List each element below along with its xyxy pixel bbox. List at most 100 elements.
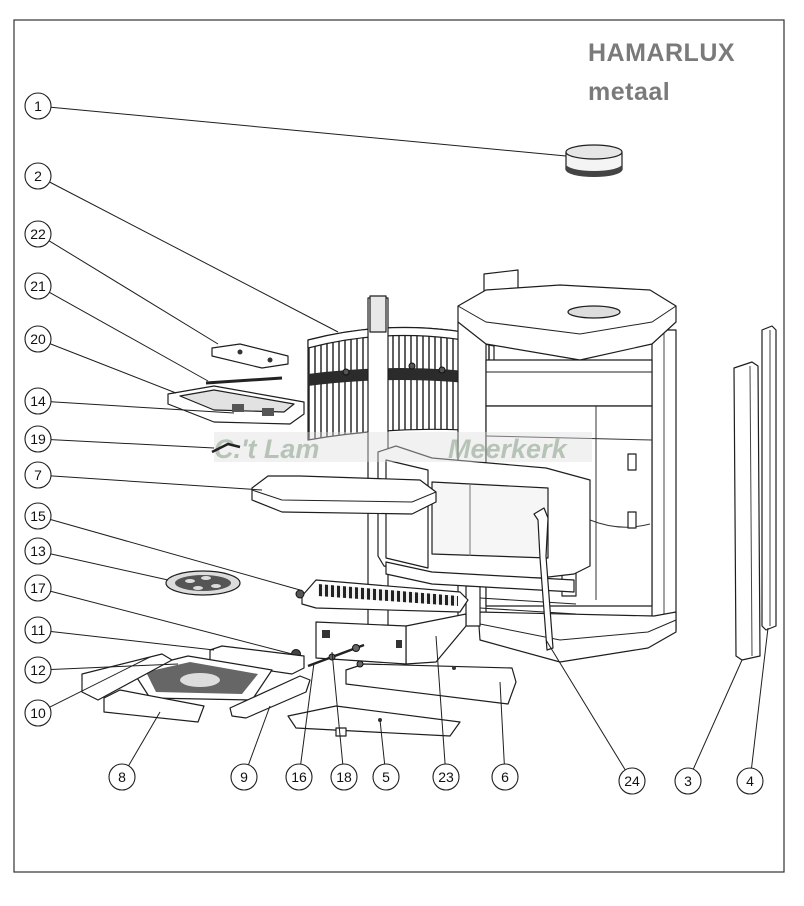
leader-line-16 (300, 662, 315, 765)
callout-number-19: 19 (30, 431, 46, 447)
leader-line-5 (379, 719, 386, 765)
callout-circle-5 (372, 763, 400, 791)
long-brick-nut (356, 660, 364, 668)
part-7-baffle (251, 475, 437, 515)
callout-circle-22 (24, 220, 52, 248)
callout-22: 22 (24, 220, 219, 345)
drawer-handle (396, 640, 402, 648)
callout-number-15: 15 (30, 508, 46, 524)
grate-knob (295, 589, 305, 599)
part-22-bracket (211, 343, 289, 369)
callout-number-7: 7 (34, 467, 42, 483)
part-13-round-grate (165, 570, 241, 596)
callout-24: 24 (545, 639, 646, 795)
callout-9: 9 (230, 705, 271, 791)
callout-15: 15 (24, 502, 301, 591)
top-plate-edge (457, 305, 677, 335)
long-brick-body (345, 663, 517, 705)
callout-number-9: 9 (240, 769, 248, 785)
baffle-body (251, 475, 437, 515)
callout-20: 20 (24, 325, 177, 394)
part-23-drawer (315, 613, 467, 665)
callout-19: 19 (24, 425, 215, 453)
bottom-plate-body (287, 705, 461, 737)
leader-line-12 (50, 663, 179, 670)
watermark: C.'t Lam Meerkerk (214, 432, 592, 464)
callout-4: 4 (736, 627, 769, 795)
inner-support (465, 585, 481, 627)
knob-lower (627, 511, 637, 529)
part-2-back-plate (307, 326, 495, 441)
callout-number-11: 11 (31, 622, 46, 638)
round-grate-hole (201, 576, 211, 580)
callout-circle-14 (24, 387, 52, 415)
leader-line-19 (50, 439, 215, 449)
callout-10: 10 (24, 656, 151, 727)
round-grate-hole (211, 584, 221, 588)
callout-circle-12 (24, 656, 52, 684)
leader-line-8 (128, 711, 161, 767)
callout-circle-18 (330, 763, 358, 791)
callout-number-16: 16 (291, 769, 307, 785)
callout-21: 21 (24, 272, 209, 382)
drawer-handle (322, 630, 330, 638)
base-plinth-edge (479, 619, 677, 641)
upper-cavity (485, 359, 653, 407)
leader-line-2 (49, 181, 339, 333)
callout-circle-1 (24, 92, 52, 120)
part-19-hook (211, 442, 241, 454)
callout-number-14: 14 (30, 393, 46, 409)
callout-number-5: 5 (382, 769, 390, 785)
callout-6: 6 (491, 681, 519, 791)
left-column-cap (369, 295, 387, 333)
callout-number-13: 13 (30, 543, 46, 559)
callout-number-20: 20 (30, 331, 46, 347)
callout-3: 3 (674, 659, 743, 795)
callout-7: 7 (24, 461, 263, 491)
part-4-side-strip (761, 325, 777, 631)
cavity-line (485, 435, 653, 441)
door-glass (431, 481, 549, 559)
knob-upper (627, 453, 637, 471)
leader-line-11 (50, 630, 215, 651)
callout-number-21: 21 (30, 278, 46, 294)
callout-number-18: 18 (336, 769, 352, 785)
flue-collar-band (566, 164, 622, 177)
callout-circle-19 (24, 425, 52, 453)
base-plinth (477, 611, 677, 663)
side-strip-4-body (761, 325, 777, 631)
bracket-hole (237, 349, 243, 355)
part-3-side-strip (733, 361, 761, 661)
watermark-town: Meerkerk (448, 434, 569, 464)
side-strip-3-body (733, 361, 761, 661)
callout-number-22: 22 (30, 226, 46, 242)
callout-number-10: 10 (30, 705, 46, 721)
callout-circle-4 (736, 767, 764, 795)
callout-circle-9 (230, 763, 258, 791)
callout-circle-13 (24, 537, 52, 565)
door-bottom-lip (385, 561, 575, 593)
long-brick-hole (452, 666, 456, 670)
bracket-body (211, 343, 289, 369)
ash-pan-hole (180, 673, 220, 687)
callout-circle-21 (24, 272, 52, 300)
callout-circle-20 (24, 325, 52, 353)
callout-number-4: 4 (746, 773, 754, 789)
cavity-curve (589, 519, 651, 528)
stove-door (377, 445, 591, 593)
ash-lip (479, 597, 577, 605)
callout-number-2: 2 (34, 168, 42, 184)
callout-18: 18 (330, 651, 358, 791)
leader-line-1 (50, 106, 567, 157)
callout-13: 13 (24, 537, 169, 581)
leader-line-7 (50, 475, 263, 491)
watermark-name: C.'t Lam (214, 434, 319, 464)
callout-circle-2 (24, 162, 52, 190)
callout-14: 14 (24, 387, 235, 415)
back-plate-bolt (342, 368, 350, 376)
callout-23: 23 (432, 635, 460, 791)
callout-16: 16 (285, 662, 315, 791)
bracket-hole (267, 357, 273, 363)
